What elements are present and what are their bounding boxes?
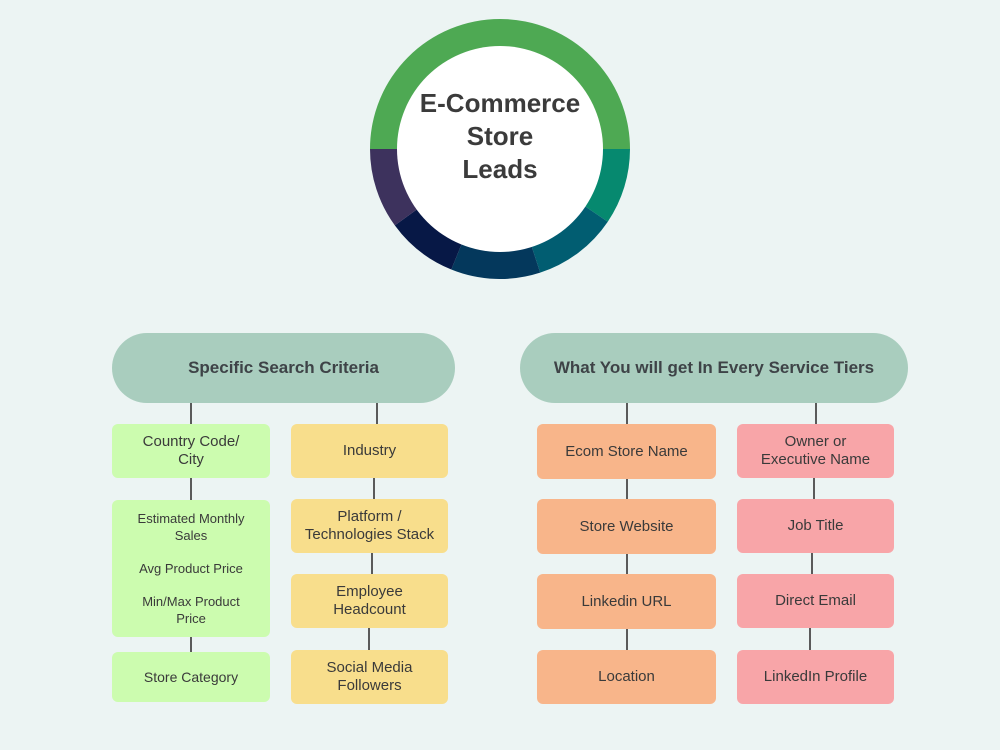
- owner-line-2: Executive Name: [760, 451, 871, 468]
- title-badge: E-Commerce Store Leads: [370, 19, 630, 279]
- connector: [626, 629, 628, 650]
- connector: [368, 628, 370, 650]
- ring-segment-purple: [370, 149, 418, 226]
- linkedin-profile-box: LinkedIn Profile: [737, 650, 894, 704]
- country-line-2: City: [178, 451, 204, 468]
- country-line-1: Country Code/: [142, 433, 240, 450]
- linkedin-url-label: Linkedin URL: [581, 592, 672, 610]
- sales-line-2: Sales: [174, 528, 208, 543]
- store-name-box: Ecom Store Name: [537, 424, 716, 479]
- ring-segment-green: [370, 19, 630, 149]
- title-inner-circle: [397, 46, 603, 252]
- location-label: Location: [598, 668, 655, 685]
- store-category-box: Store Category: [112, 652, 270, 702]
- platform-line-2: Technologies Stack: [304, 526, 435, 543]
- sales-line-1: Estimated Monthly: [137, 511, 245, 526]
- industry-box: Industry: [291, 424, 448, 478]
- social-box: Social Media Followers: [291, 650, 448, 704]
- service-tiers-header: What You will get In Every Service Tiers: [520, 333, 908, 403]
- connector: [190, 478, 192, 500]
- avg-price-line: Avg Product Price: [139, 561, 243, 576]
- minmax-line-1: Min/Max Product: [142, 594, 240, 609]
- connector: [815, 403, 817, 424]
- employee-box: Employee Headcount: [291, 574, 448, 628]
- employee-line-1: Employee: [336, 583, 403, 600]
- title-text: E-Commerce Store Leads: [410, 87, 590, 186]
- ring-segment-teal: [584, 149, 630, 222]
- platform-box: Platform / Technologies Stack: [291, 499, 448, 553]
- connector: [809, 628, 811, 650]
- industry-label: Industry: [342, 442, 397, 459]
- ring-segment-petrol: [531, 206, 608, 273]
- connector: [626, 554, 628, 574]
- social-line-1: Social Media: [326, 659, 413, 676]
- title-ring: [370, 19, 630, 279]
- title-line-1: E-Commerce: [419, 88, 581, 118]
- connector: [373, 478, 375, 499]
- store-category-label: Store Category: [143, 668, 239, 685]
- social-line-2: Followers: [337, 677, 402, 694]
- linkedin-profile-label: LinkedIn Profile: [763, 668, 868, 685]
- platform-line-1: Platform /: [337, 508, 402, 525]
- ring-segment-navy: [451, 243, 541, 279]
- employee-line-2: Headcount: [333, 601, 406, 618]
- connector: [190, 637, 192, 652]
- connector: [376, 403, 378, 424]
- job-title-label: Job Title: [787, 517, 844, 534]
- direct-email-box: Direct Email: [737, 574, 894, 628]
- title-line-3: Leads: [462, 154, 538, 184]
- title-line-2: Store: [466, 121, 534, 151]
- job-title-box: Job Title: [737, 499, 894, 553]
- direct-email-label: Direct Email: [775, 592, 856, 609]
- connector: [811, 553, 813, 574]
- store-name-label: Ecom Store Name: [565, 442, 688, 460]
- connector: [626, 403, 628, 424]
- store-website-label: Store Website: [579, 517, 674, 535]
- country-city-box: Country Code/ City: [112, 424, 270, 478]
- owner-line-1: Owner or: [784, 433, 847, 450]
- connector: [190, 403, 192, 424]
- sales-price-box: Estimated Monthly Sales Avg Product Pric…: [112, 500, 270, 637]
- connector: [371, 553, 373, 574]
- store-website-box: Store Website: [537, 499, 716, 554]
- owner-box: Owner or Executive Name: [737, 424, 894, 478]
- ring-segment-dark-navy: [394, 208, 462, 270]
- search-criteria-header: Specific Search Criteria: [112, 333, 455, 403]
- connector: [626, 479, 628, 499]
- location-box: Location: [537, 650, 716, 704]
- minmax-line-2: Price: [176, 611, 206, 626]
- linkedin-url-box: Linkedin URL: [537, 574, 716, 629]
- connector: [813, 478, 815, 499]
